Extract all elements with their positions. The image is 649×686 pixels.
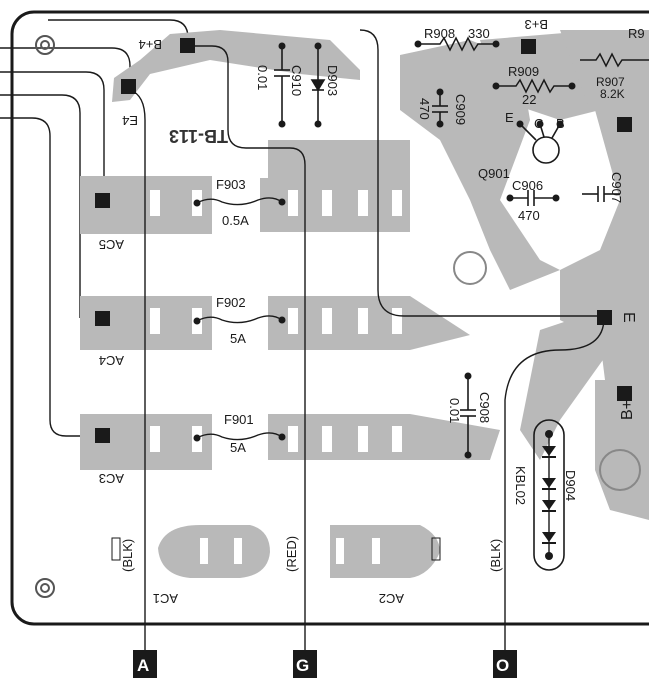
svg-text:A: A bbox=[137, 656, 149, 675]
connector-a: A bbox=[133, 650, 157, 678]
svg-text:G: G bbox=[296, 656, 309, 675]
r908 bbox=[418, 36, 496, 52]
fuse-leads bbox=[196, 197, 283, 441]
ac3-label: AC3 bbox=[99, 471, 124, 486]
f903-rating: 0.5A bbox=[222, 213, 249, 228]
f901-rating: 5A bbox=[230, 440, 246, 455]
ac2-label: AC2 bbox=[379, 591, 404, 606]
r907-val: 8.2K bbox=[600, 87, 625, 101]
c910-ref: C910 bbox=[289, 65, 304, 96]
connector-o: O bbox=[493, 650, 517, 678]
d903-ref: D903 bbox=[325, 65, 340, 96]
f902-ref: F902 bbox=[216, 295, 246, 310]
q901-b: B bbox=[556, 116, 565, 131]
q901-c: C bbox=[534, 116, 543, 131]
c909-val: 470 bbox=[417, 98, 432, 120]
e-label: E bbox=[620, 312, 637, 323]
d904-bridge bbox=[533, 419, 565, 571]
b-right-label: B+ bbox=[619, 400, 636, 420]
wire-blk-1: (BLK) bbox=[120, 539, 135, 572]
ac5-label: AC5 bbox=[99, 237, 124, 252]
labels: F903 0.5A F902 5A F901 5A R908 330 R909 … bbox=[99, 17, 645, 606]
ac1-label: AC1 bbox=[153, 591, 178, 606]
c910-d903 bbox=[274, 46, 326, 124]
d904-type: KBL02 bbox=[513, 466, 528, 505]
connector-wires bbox=[129, 29, 605, 650]
r909 bbox=[496, 78, 572, 94]
f901-ref: F901 bbox=[224, 412, 254, 427]
fuse-dots bbox=[193, 198, 286, 442]
board-name: TB-113 bbox=[169, 126, 228, 146]
r907-ref: R907 bbox=[596, 75, 625, 89]
c907-ref: C907 bbox=[609, 172, 624, 203]
b4-label: B+4 bbox=[139, 37, 163, 52]
r9-ref: R9 bbox=[628, 26, 645, 41]
r909-val: 22 bbox=[522, 92, 536, 107]
svg-text:O: O bbox=[496, 656, 509, 675]
r908-val: 330 bbox=[468, 26, 490, 41]
d904-ref: D904 bbox=[563, 470, 578, 501]
c909-ref: C909 bbox=[453, 94, 468, 125]
c908 bbox=[460, 376, 476, 455]
copper-traces bbox=[80, 30, 649, 578]
wire-red: (RED) bbox=[284, 536, 299, 572]
c907 bbox=[582, 186, 620, 202]
b3-label: B+3 bbox=[525, 17, 549, 32]
c906-val: 470 bbox=[518, 208, 540, 223]
f903-ref: F903 bbox=[216, 177, 246, 192]
r908-ref: R908 bbox=[424, 26, 455, 41]
e4-label: E4 bbox=[122, 113, 138, 128]
wire-blk-2: (BLK) bbox=[488, 539, 503, 572]
f902-rating: 5A bbox=[230, 331, 246, 346]
c910-val: 0.01 bbox=[255, 65, 270, 90]
connector-g: G bbox=[293, 650, 317, 678]
r909-ref: R909 bbox=[508, 64, 539, 79]
c908-ref: C908 bbox=[477, 392, 492, 423]
c906-ref: C906 bbox=[512, 178, 543, 193]
left-wires bbox=[0, 19, 189, 437]
terminal-pads bbox=[95, 38, 632, 443]
q901-ref: Q901 bbox=[478, 166, 510, 181]
q901-e: E bbox=[505, 110, 514, 125]
ac4-label: AC4 bbox=[99, 353, 124, 368]
mounting-holes bbox=[35, 35, 641, 598]
slot-pads bbox=[150, 190, 402, 564]
r907 bbox=[580, 52, 649, 68]
c908-val: 0.01 bbox=[447, 398, 462, 423]
board-outline bbox=[10, 10, 649, 626]
